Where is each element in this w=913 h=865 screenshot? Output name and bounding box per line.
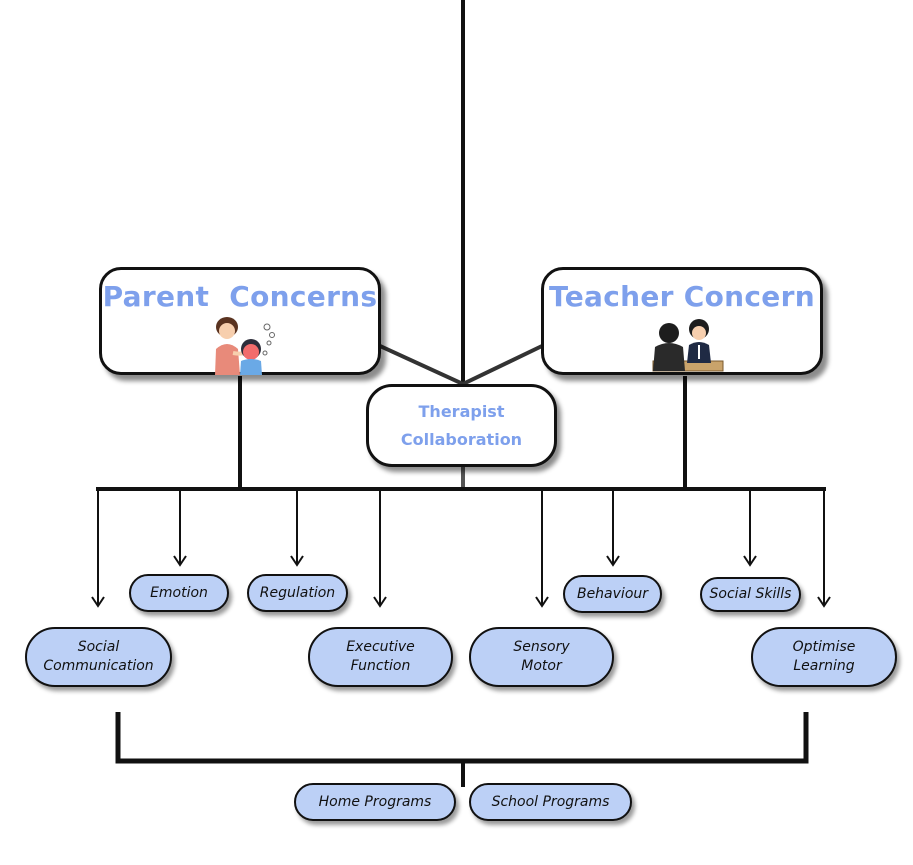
parent-concerns-title: Parent Concerns: [102, 280, 378, 313]
behaviour-pill: Behaviour: [563, 575, 662, 613]
teacher-concern-box: Teacher Concern: [541, 267, 823, 375]
home-programs-pill: Home Programs: [294, 783, 456, 821]
regulation-pill: Regulation: [247, 574, 348, 612]
social-communication-pill: Social Communication: [25, 627, 172, 687]
therapist-line2: Collaboration: [400, 429, 523, 449]
optimise-learning-pill: Optimise Learning: [751, 627, 897, 687]
teacher-concern-title: Teacher Concern: [549, 280, 815, 313]
teacher-connector: [462, 344, 543, 386]
sensory-motor-line1: Sensory: [513, 639, 570, 656]
parent-and-child-icon: [215, 317, 275, 375]
optimise-learning-line2: Learning: [793, 658, 855, 674]
emotion-pill: Emotion: [129, 574, 229, 612]
social-communication-line2: Communication: [43, 658, 154, 674]
sensory-motor-line2: Motor: [521, 658, 562, 674]
executive-function-line1: Executive: [346, 639, 415, 656]
teacher-and-student-icon: [652, 319, 724, 372]
parent-concerns-box: Parent Concerns: [99, 267, 381, 375]
therapist-line1: Therapist: [418, 402, 505, 422]
bottom-bracket: [115, 712, 809, 764]
school-programs-label: School Programs: [491, 793, 610, 810]
social-skills-label: Social Skills: [709, 586, 792, 603]
home-programs-label: Home Programs: [318, 793, 432, 810]
executive-function-line2: Function: [350, 658, 411, 674]
emotion-label: Emotion: [150, 584, 208, 601]
social-skills-pill: Social Skills: [700, 577, 801, 612]
optimise-learning-line1: Optimise: [792, 639, 856, 656]
social-communication-line1: Social: [77, 639, 120, 656]
behaviour-label: Behaviour: [576, 585, 649, 602]
parent-connector: [379, 344, 464, 386]
regulation-label: Regulation: [259, 584, 336, 601]
executive-function-pill: Executive Function: [308, 627, 453, 687]
school-programs-pill: School Programs: [469, 783, 632, 821]
therapist-collaboration-box: Therapist Collaboration: [366, 384, 557, 467]
sensory-motor-pill: Sensory Motor: [469, 627, 614, 687]
